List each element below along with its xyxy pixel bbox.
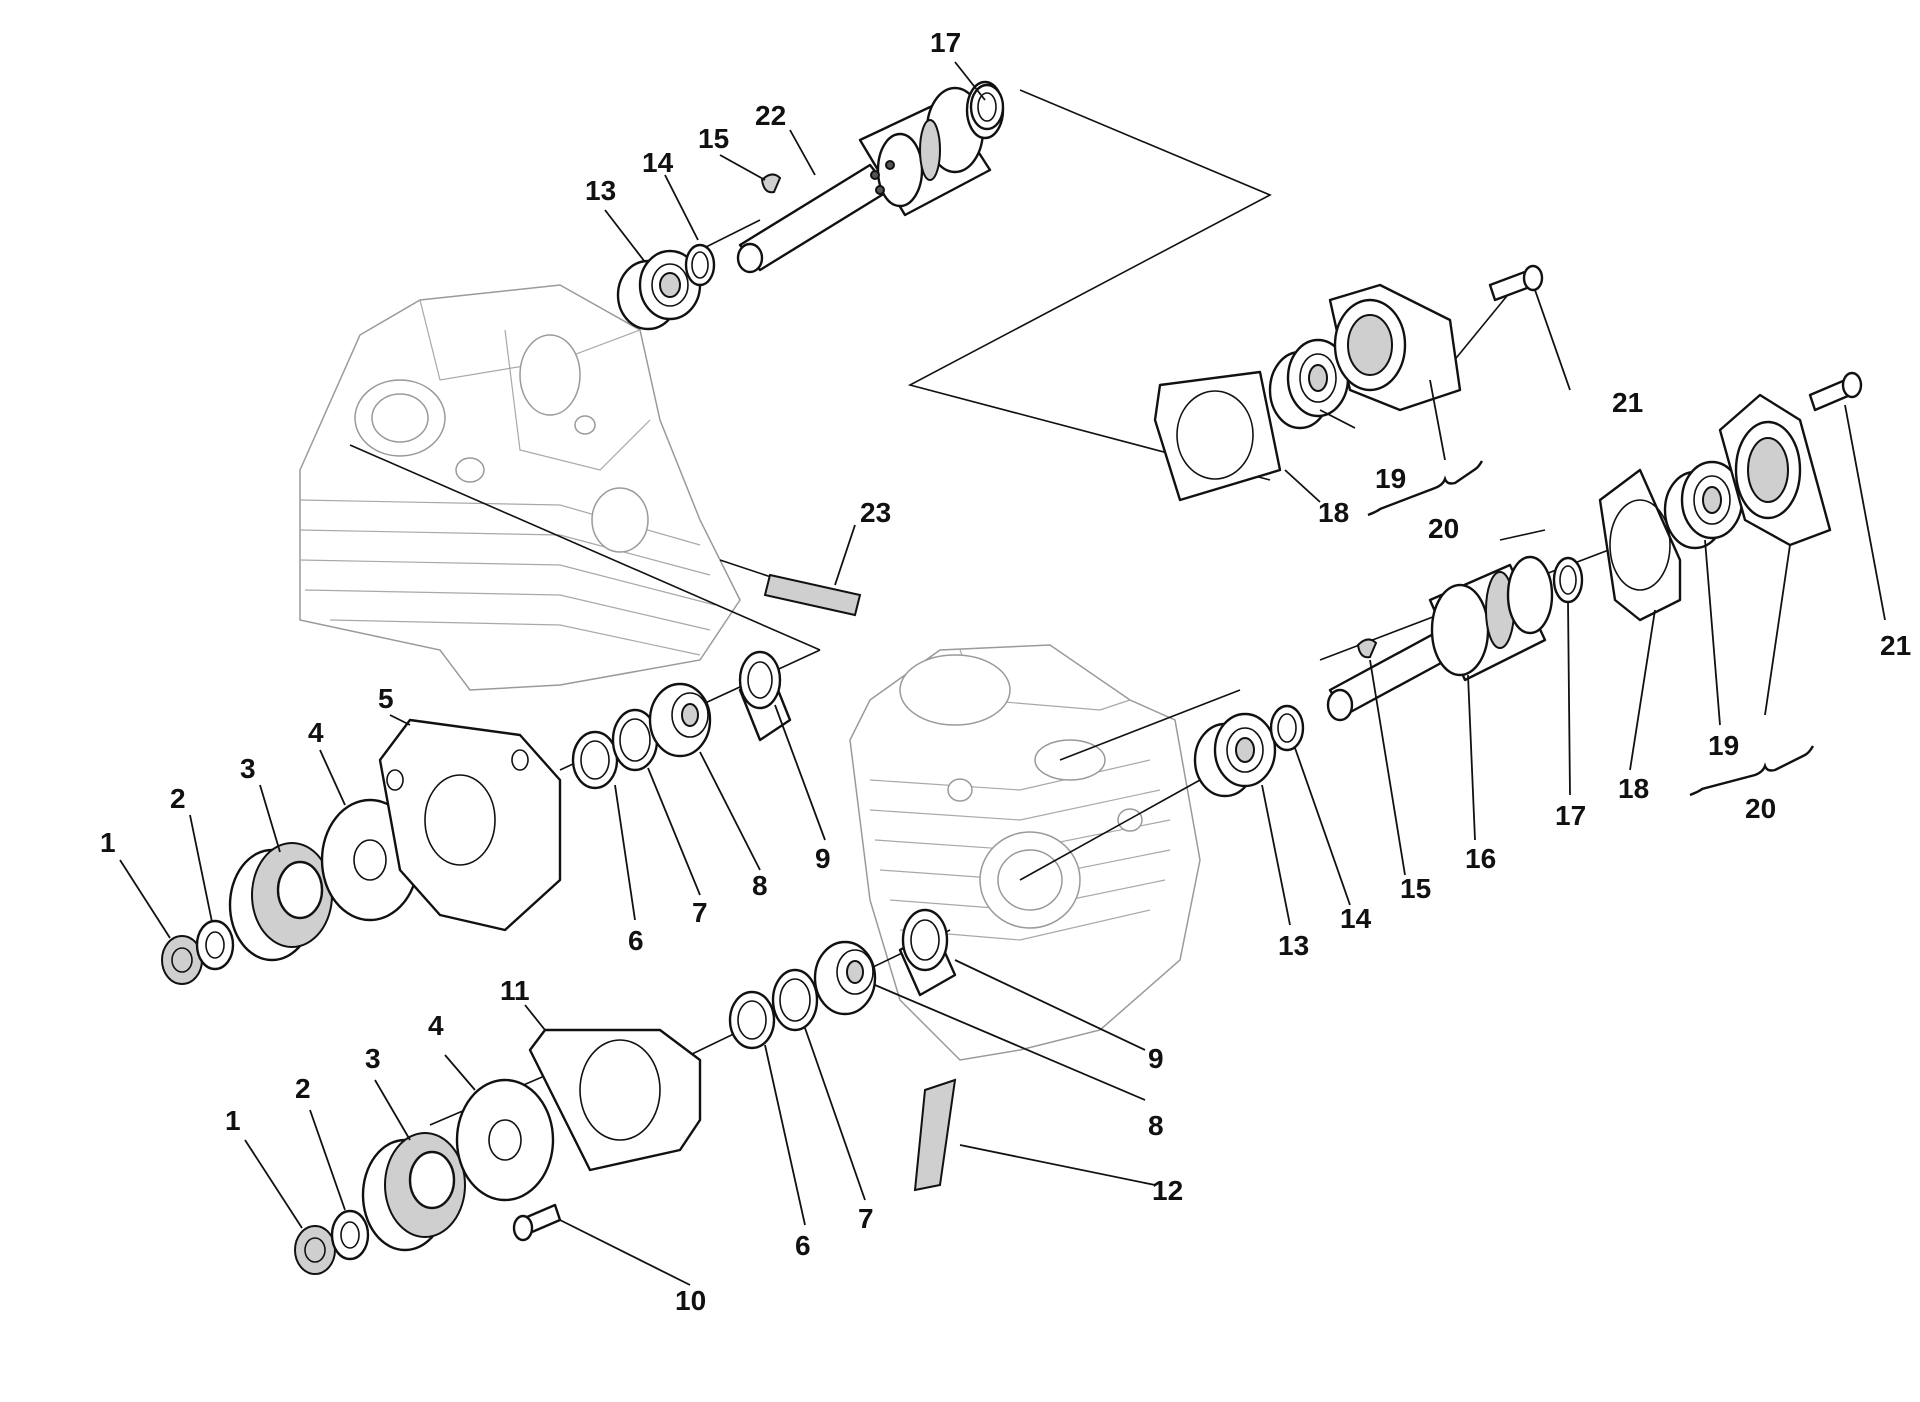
- callout-18-upper: 18: [1318, 497, 1349, 528]
- callout-17-upper: 17: [930, 27, 961, 58]
- callout-21-upper: 21: [1612, 387, 1643, 418]
- callout-1-upper: 1: [100, 827, 116, 858]
- screw-21-lower: [1808, 371, 1863, 412]
- key-15-lower: [1356, 638, 1378, 659]
- brace-20-lower: [1689, 745, 1815, 797]
- ring-17-lower: [1552, 556, 1584, 604]
- gasket-18-upper: [1153, 370, 1282, 502]
- upper-drive-group: [161, 650, 792, 985]
- screw-21-upper: [1488, 264, 1544, 302]
- callout-17-lower: 17: [1555, 800, 1586, 831]
- callout-9-upper: 9: [815, 843, 831, 874]
- callout-2-lower: 2: [295, 1073, 311, 1104]
- gasket-18-lower: [1598, 468, 1682, 622]
- callout-3-lower: 3: [365, 1043, 381, 1074]
- cover-5: [378, 718, 562, 932]
- callout-20-lower: 20: [1745, 793, 1776, 824]
- lower-drive-group: [294, 908, 957, 1275]
- callout-20-upper: 20: [1428, 513, 1459, 544]
- end-cover-20-lower: [1718, 393, 1832, 547]
- nut-1-lower: [294, 1225, 336, 1275]
- front-cylinder-head-ghost: [849, 644, 1201, 1061]
- key-15-upper: [760, 173, 782, 194]
- stud-12: [913, 1078, 957, 1192]
- callout-13-lower: 13: [1278, 930, 1309, 961]
- ring-7-lower: [771, 968, 819, 1032]
- ring-14-lower: [1269, 704, 1305, 752]
- callout-21-lower: 21: [1880, 630, 1911, 661]
- leader-lines: [119, 61, 1886, 1286]
- callout-15-upper: 15: [698, 123, 729, 154]
- pulley-3-upper: [228, 842, 333, 962]
- callout-4-lower: 4: [428, 1010, 444, 1041]
- callout-19-upper: 19: [1375, 463, 1406, 494]
- callout-4-upper: 4: [308, 717, 324, 748]
- callout-7-upper: 7: [692, 897, 708, 928]
- pulley-3-lower: [361, 1132, 466, 1252]
- ring-6-lower: [728, 990, 776, 1050]
- sleeve-9-upper: [738, 650, 792, 742]
- screw-10: [512, 1203, 562, 1242]
- callout-6-upper: 6: [628, 925, 644, 956]
- callout-12: 12: [1152, 1175, 1183, 1206]
- rear-end-cover-group: [1153, 264, 1544, 502]
- ring-14-upper: [684, 243, 716, 287]
- front-camshaft-group: [1193, 371, 1863, 798]
- callout-9-lower: 9: [1148, 1043, 1164, 1074]
- washer-2-lower: [330, 1209, 370, 1261]
- rear-camshaft-group: [616, 80, 1005, 331]
- callout-labels: 17 22 15 14 13 21 19 18 20 23 1 2 3 4 5 …: [100, 27, 1911, 1316]
- bearing-13-lower: [1193, 712, 1277, 798]
- bearing-13-upper: [616, 249, 702, 331]
- callout-14-upper: 14: [642, 147, 674, 178]
- ring-6-upper: [571, 730, 619, 790]
- bearing-8-lower: [813, 940, 877, 1016]
- callout-8-upper: 8: [752, 870, 768, 901]
- callout-15-lower: 15: [1400, 873, 1431, 904]
- ring-7-upper: [611, 708, 659, 772]
- ring-17-upper: [969, 83, 1005, 131]
- callout-22: 22: [755, 100, 786, 131]
- callout-2-upper: 2: [170, 783, 186, 814]
- callout-5: 5: [378, 683, 394, 714]
- bearing-8-upper: [648, 682, 712, 758]
- callout-6-lower: 6: [795, 1230, 811, 1261]
- callout-14-lower: 14: [1340, 903, 1372, 934]
- disc-4-lower: [455, 1078, 555, 1202]
- callout-3-upper: 3: [240, 753, 256, 784]
- washer-2-upper: [195, 919, 235, 971]
- stud-23: [763, 573, 862, 617]
- callout-18-lower: 18: [1618, 773, 1649, 804]
- rear-cylinder-head-ghost: [299, 284, 741, 691]
- callout-1-lower: 1: [225, 1105, 241, 1136]
- callout-23: 23: [860, 497, 891, 528]
- cover-11: [528, 1028, 702, 1172]
- callout-11: 11: [500, 975, 530, 1006]
- end-cover-20-upper: [1328, 283, 1462, 412]
- callout-10: 10: [675, 1285, 706, 1316]
- callout-19-lower: 19: [1708, 730, 1739, 761]
- callout-13-upper: 13: [585, 175, 616, 206]
- callout-8-lower: 8: [1148, 1110, 1164, 1141]
- camshaft-16: [1326, 555, 1554, 722]
- brace-20-upper: [1367, 460, 1484, 517]
- bearing-19-lower: [1663, 460, 1744, 550]
- callout-7-lower: 7: [858, 1203, 874, 1234]
- callout-16: 16: [1465, 843, 1496, 874]
- sleeve-9-lower: [898, 908, 957, 997]
